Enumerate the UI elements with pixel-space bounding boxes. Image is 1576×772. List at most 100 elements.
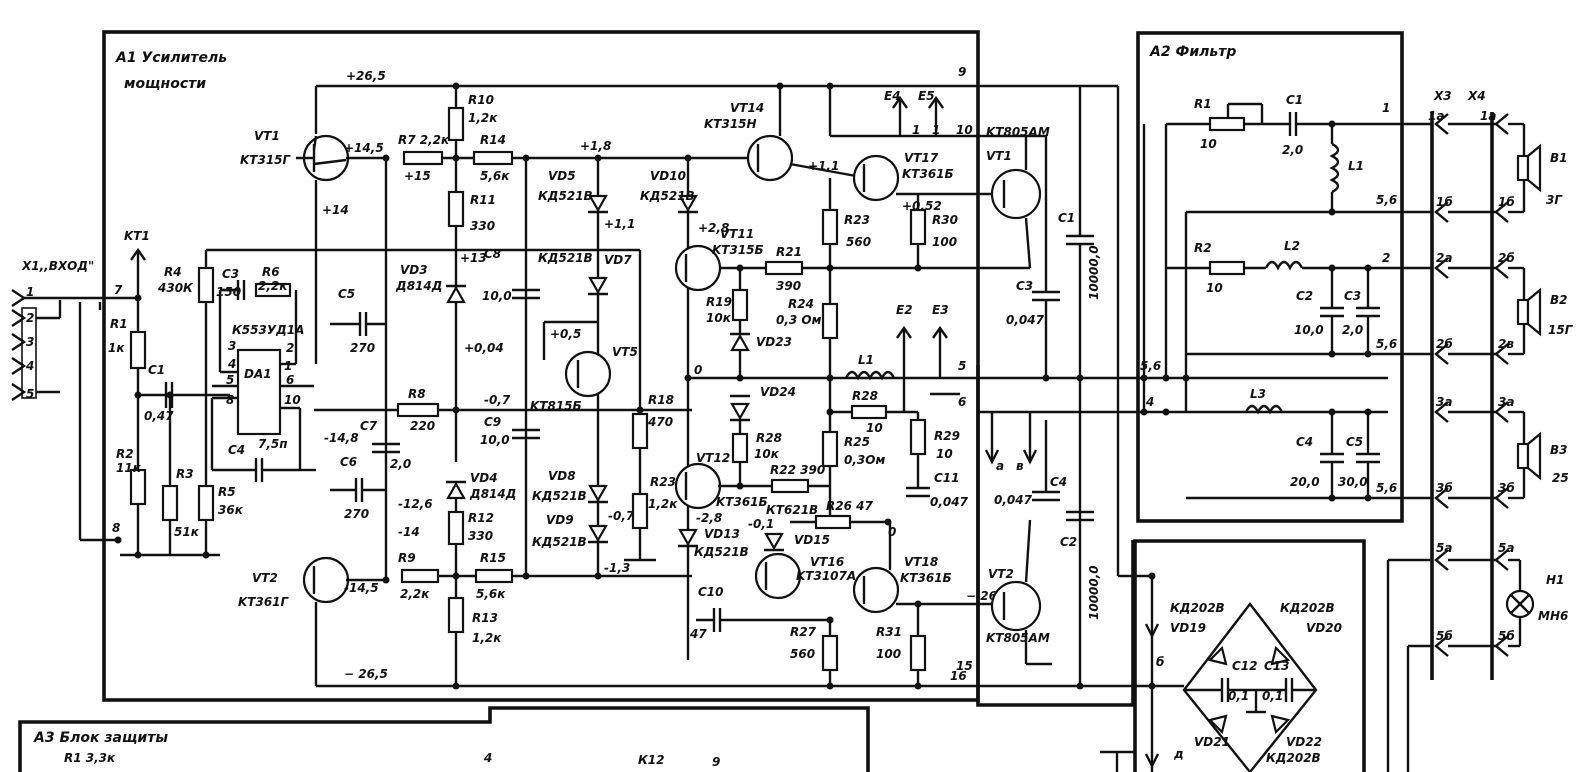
resistor-r23b xyxy=(821,208,839,246)
connector-x4-label: X4 xyxy=(1467,89,1486,103)
x4-pin-1b: 1б xyxy=(1498,195,1515,209)
r27-label: R27 xyxy=(790,625,817,639)
r13-value: 1,2к xyxy=(472,631,502,645)
neg-rail-voltage: − 26,5 xyxy=(344,667,388,681)
r19-label: R19 xyxy=(706,295,732,309)
vt1-output-type: KT805AM xyxy=(986,125,1050,139)
node-b: в xyxy=(1016,459,1024,473)
vt1-output-label: VT1 xyxy=(986,149,1012,163)
voltage-v10: -14,5 xyxy=(344,581,379,595)
testpoint-kt1: KT1 xyxy=(124,229,150,243)
filter-r2-label: R2 xyxy=(1194,241,1212,255)
c1-label: C1 xyxy=(148,363,165,377)
r29-label: R29 xyxy=(934,429,960,443)
c9-label: C9 xyxy=(484,415,501,429)
r30-label: R30 xyxy=(932,213,958,227)
da1-pin-3: 3 xyxy=(228,339,236,353)
diode-vd9 xyxy=(588,524,608,543)
x3-pin-5b: 5б xyxy=(1436,629,1453,643)
voltage-v4: +1,8 xyxy=(580,139,611,153)
c6-value: 270 xyxy=(344,507,369,521)
r8-value: 220 xyxy=(410,419,435,433)
zener-vd3 xyxy=(446,285,466,304)
r18-value: 470 xyxy=(647,415,673,429)
filter-c3-label: C3 xyxy=(1344,289,1361,303)
r5-value: 36к xyxy=(218,503,244,517)
c4b-label: C4 xyxy=(1050,475,1067,489)
protection-node-9: 9 xyxy=(712,755,720,769)
c11-value: 0,047 xyxy=(930,495,969,509)
transistor-vt5 xyxy=(564,350,612,398)
node-5: 5 xyxy=(958,359,966,373)
resistor-r3 xyxy=(161,484,179,522)
x4-pin-3b: 3б xyxy=(1498,481,1515,495)
vt2-output-type: KT805AM xyxy=(986,631,1050,645)
r3-label: R3 xyxy=(176,467,194,481)
voltage-v17: -1,3 xyxy=(604,561,630,575)
opamp-da1 xyxy=(236,348,282,436)
input-connector-label: X1,,ВХОД" xyxy=(21,259,94,273)
filter-r1-value: 10 xyxy=(1200,137,1217,151)
da1-pin-6: 6 xyxy=(286,373,294,387)
x3-pin-2a: 2а xyxy=(1436,251,1452,265)
vt14-label: VT14 xyxy=(730,101,764,115)
r30-value: 100 xyxy=(932,235,957,249)
vt11-label: VT11 xyxy=(720,227,754,241)
r12-label: R12 xyxy=(468,511,494,525)
r31-label: R31 xyxy=(876,625,902,639)
r8-label: R8 xyxy=(408,387,426,401)
resistor-r7 xyxy=(402,150,444,166)
filter-pin-56c: 5,6 xyxy=(1140,359,1161,373)
filter-c2-value: 10,0 xyxy=(1294,323,1324,337)
voltage-v13: -14,8 xyxy=(324,431,359,445)
r4-label: R4 xyxy=(164,265,182,279)
c11-label: C11 xyxy=(934,471,960,485)
resistor-r26 xyxy=(814,514,852,530)
x3-pin-2b: 2б xyxy=(1436,337,1453,351)
vt17-type: KT361Б xyxy=(902,167,954,181)
resistor-r14 xyxy=(472,150,514,166)
filter-l3-label: L3 xyxy=(1250,387,1266,401)
c3-value: 150 xyxy=(216,285,241,299)
vd23-label: VD23 xyxy=(756,335,792,349)
r24-value: 0,3 Ом xyxy=(776,313,822,327)
vt5-label: VT5 xyxy=(612,345,638,359)
vd15-label: VD15 xyxy=(794,533,830,547)
da1-pin-4: 4 xyxy=(227,357,236,371)
block-a1-title: A1 Усилитель xyxy=(115,50,227,66)
diode-vd5 xyxy=(588,194,608,213)
x3-pin-1a: 1а xyxy=(1428,109,1444,123)
voltage-v20: -0,7 xyxy=(608,509,635,523)
e2-label: E2 xyxy=(896,303,913,317)
resistor-r11 xyxy=(447,190,465,228)
vd13-label: VD13 xyxy=(704,527,740,541)
resistor-r12 xyxy=(447,510,465,546)
r6-label: R6 xyxy=(262,265,280,279)
vt17-label: VT17 xyxy=(904,151,939,165)
c1-value: 0,47 xyxy=(144,409,174,423)
connector-contacts xyxy=(1386,113,1509,772)
filter-c1-label: C1 xyxy=(1286,93,1303,107)
voltage-v15: +1,1 xyxy=(808,159,839,173)
input-node-7: 7 xyxy=(114,283,123,297)
c7-value: 2,0 xyxy=(390,457,411,471)
c13-value: 0,1 xyxy=(1262,689,1283,703)
input-connector-x1 xyxy=(11,289,138,542)
diode-vd10 xyxy=(678,194,698,213)
voltage-v8: -0,7 xyxy=(484,393,511,407)
diode-vd8 xyxy=(588,484,608,503)
node-9: 9 xyxy=(958,65,966,79)
filter-c5-label: C5 xyxy=(1346,435,1363,449)
block-a3-title: A3 Блок защиты xyxy=(33,730,168,746)
diode-vd7 xyxy=(588,276,608,295)
r3-value: 51к xyxy=(174,525,200,539)
resistor-r31 xyxy=(909,634,927,672)
vt18-label: VT18 xyxy=(904,555,938,569)
r15-label: R15 xyxy=(480,551,506,565)
c5-value: 270 xyxy=(350,341,375,355)
lamp-h1-label: H1 xyxy=(1546,573,1564,587)
r22-label: R22 390 xyxy=(770,463,825,477)
filter-inductor-l2 xyxy=(1264,260,1304,271)
resistor-r8 xyxy=(396,402,440,418)
c13-label: C13 xyxy=(1264,659,1290,673)
